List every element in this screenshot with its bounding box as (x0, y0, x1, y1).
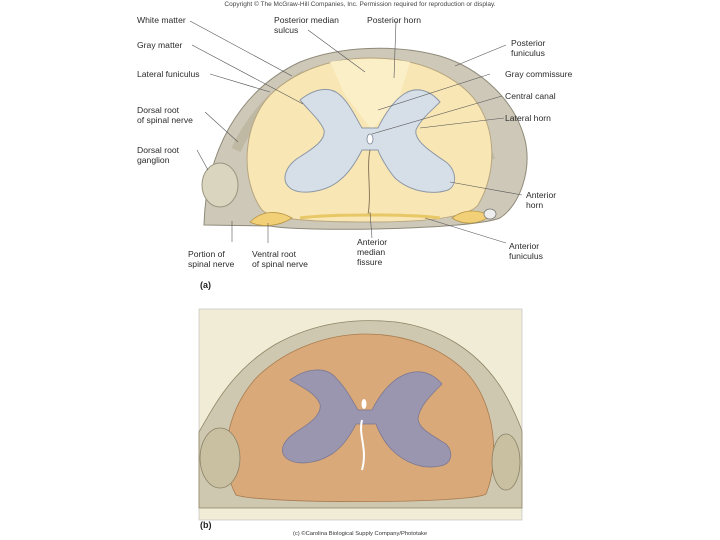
copyright-notice: Copyright © The McGraw-Hill Companies, I… (224, 1, 496, 8)
micrograph-gray-matter (282, 369, 452, 468)
label-posterior-horn: Posterior horn (367, 15, 421, 25)
central-canal-shape (366, 133, 374, 145)
panel-b-tag: (b) (200, 520, 212, 530)
label-gray-commissure: Gray commissure (505, 69, 573, 79)
label-gray-matter: Gray matter (137, 40, 183, 50)
label-white-matter: White matter (137, 15, 186, 25)
dorsal-root-ganglion-shape (201, 162, 239, 208)
label-lateral-funiculus: Lateral funiculus (137, 69, 200, 79)
ventral-root-left (249, 212, 293, 226)
label-central-canal: Central canal (505, 91, 556, 101)
panel-a-tag: (a) (200, 280, 211, 290)
label-lateral-horn: Lateral horn (505, 113, 551, 123)
photo-credit: (c) ©Carolina Biological Supply Company/… (292, 531, 428, 537)
micrograph-central-canal (361, 399, 367, 409)
